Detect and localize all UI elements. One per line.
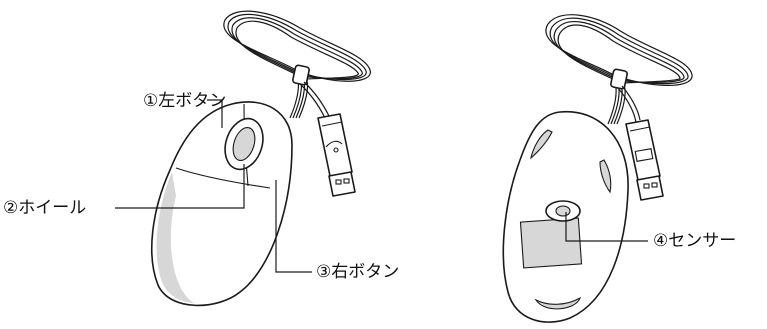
mouse-top-view [115, 10, 371, 307]
scroll-wheel [224, 117, 264, 171]
usb-plug-left [317, 113, 356, 197]
leader-wheel [115, 164, 245, 209]
label-wheel: ②ホイール [3, 198, 87, 218]
label-sensor: ④センサー [653, 231, 737, 251]
label-left-button: ①左ボタン [143, 91, 227, 111]
cable-coil-left [223, 10, 371, 119]
cable-coil-right [545, 14, 693, 125]
label-right-button: ③右ボタン [316, 262, 400, 282]
mouse-bottom-view [502, 14, 693, 323]
usb-plug-right [625, 119, 664, 201]
leader-sensor [565, 212, 648, 242]
leader-right-button [275, 180, 312, 273]
leader-left-button [207, 99, 223, 128]
optical-sensor [545, 200, 581, 222]
